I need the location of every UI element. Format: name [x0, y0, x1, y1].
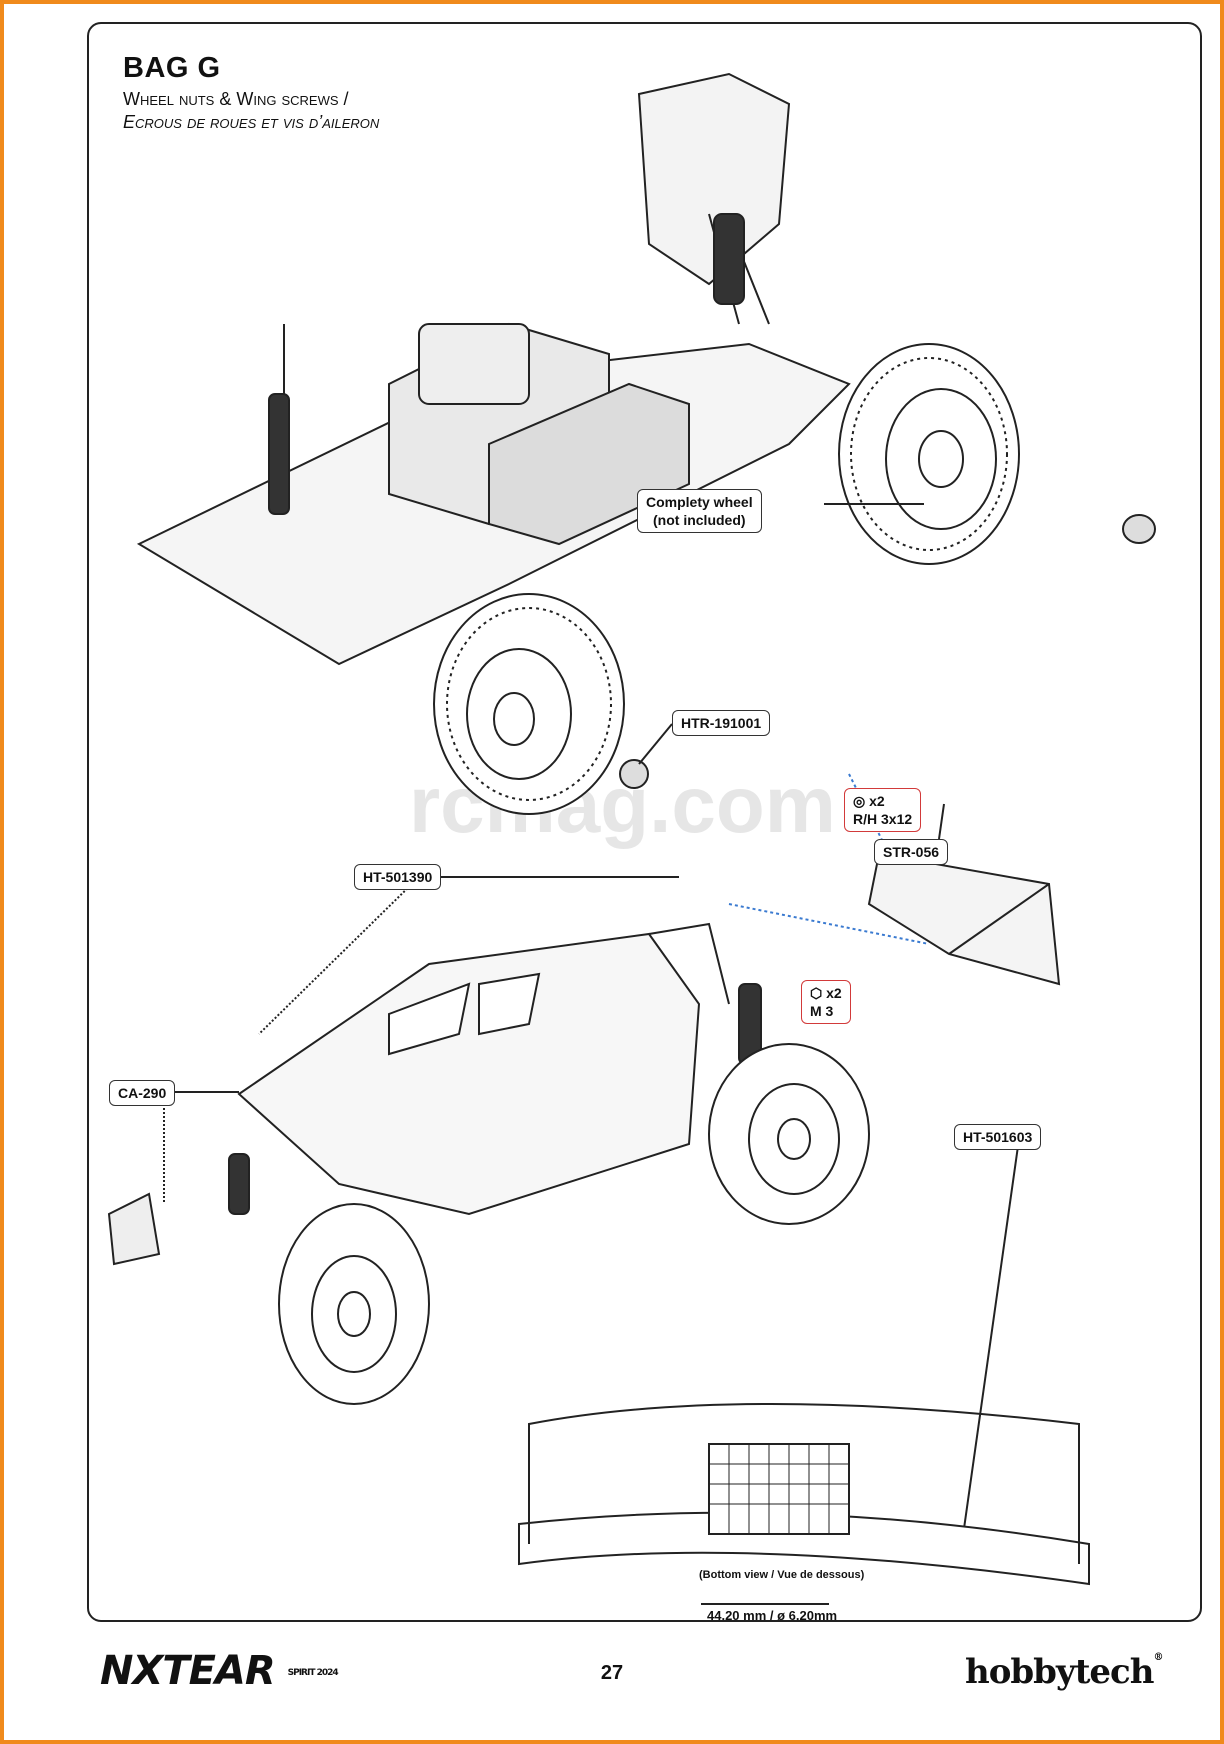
- screw-quantity: x2: [869, 793, 885, 809]
- hobbytech-logo: hobbytech®: [965, 1652, 1163, 1692]
- registered-mark-icon: ®: [1153, 1652, 1163, 1663]
- nxtear-logo: NXTEAR SPIRIT 2024: [100, 1648, 339, 1694]
- callout-ca-290: CA-290: [109, 1080, 176, 1106]
- page-number: 27: [600, 1662, 624, 1684]
- dimension-label: 44.20 mm / ø 6.20mm: [707, 1608, 838, 1622]
- nxtear-logo-text: NXTEAR: [100, 1648, 276, 1694]
- buggy-body-drawing: [228, 922, 762, 1216]
- wheel-top-right: [838, 343, 1020, 565]
- callout-ht-501603: HT-501603: [954, 1124, 1042, 1150]
- callout-complete-wheel-line2: (not included): [653, 512, 746, 528]
- screw-spec: R/H 3x12: [853, 811, 913, 827]
- callout-complete-wheel-line1: Complety wheel: [646, 494, 753, 510]
- nut-icon: ⬡: [810, 985, 823, 1001]
- instruction-panel: BAG G Wheel nuts & Wing screws / Ecrous …: [87, 22, 1202, 1622]
- assembly-illustration: [107, 72, 1156, 1605]
- nut-spec: M 3: [810, 1003, 834, 1019]
- callout-complete-wheel: Complety wheel (not included): [637, 489, 762, 533]
- wheel-bottom-rear: [708, 1043, 870, 1225]
- nxtear-logo-sub: SPIRIT 2024: [287, 1668, 339, 1678]
- wheel-bottom-front: [278, 1203, 430, 1405]
- hobbytech-logo-text: hobbytech: [965, 1652, 1154, 1692]
- rear-wing-side: [867, 852, 1061, 986]
- callout-htr-191001: HTR-191001: [672, 710, 771, 736]
- chassis-drawing-top: [136, 72, 851, 666]
- callout-str-056: STR-056: [874, 839, 949, 865]
- page-subtitle: Wheel nuts & Wing screws / Ecrous de rou…: [123, 88, 379, 134]
- wing-bottom-view: [518, 1403, 1090, 1605]
- body-mount-part: [107, 1192, 161, 1266]
- callout-screws: ◎ x2 R/H 3x12: [844, 788, 922, 832]
- callout-ht-501390: HT-501390: [354, 864, 442, 890]
- subtitle-english: Wheel nuts & Wing screws /: [123, 89, 349, 109]
- wheel-top-left: [433, 593, 625, 815]
- bottom-view-caption: (Bottom view / Vue de dessous): [699, 1569, 865, 1581]
- wheel-nut-right: [1122, 514, 1156, 544]
- subtitle-french: Ecrous de roues et vis d’aileron: [123, 112, 380, 132]
- callout-nuts: ⬡ x2 M 3: [801, 980, 851, 1024]
- wheel-nut-left: [619, 759, 649, 789]
- screw-icon: ◎: [853, 793, 866, 809]
- nut-quantity: x2: [826, 985, 842, 1001]
- page-title: BAG G: [123, 52, 221, 84]
